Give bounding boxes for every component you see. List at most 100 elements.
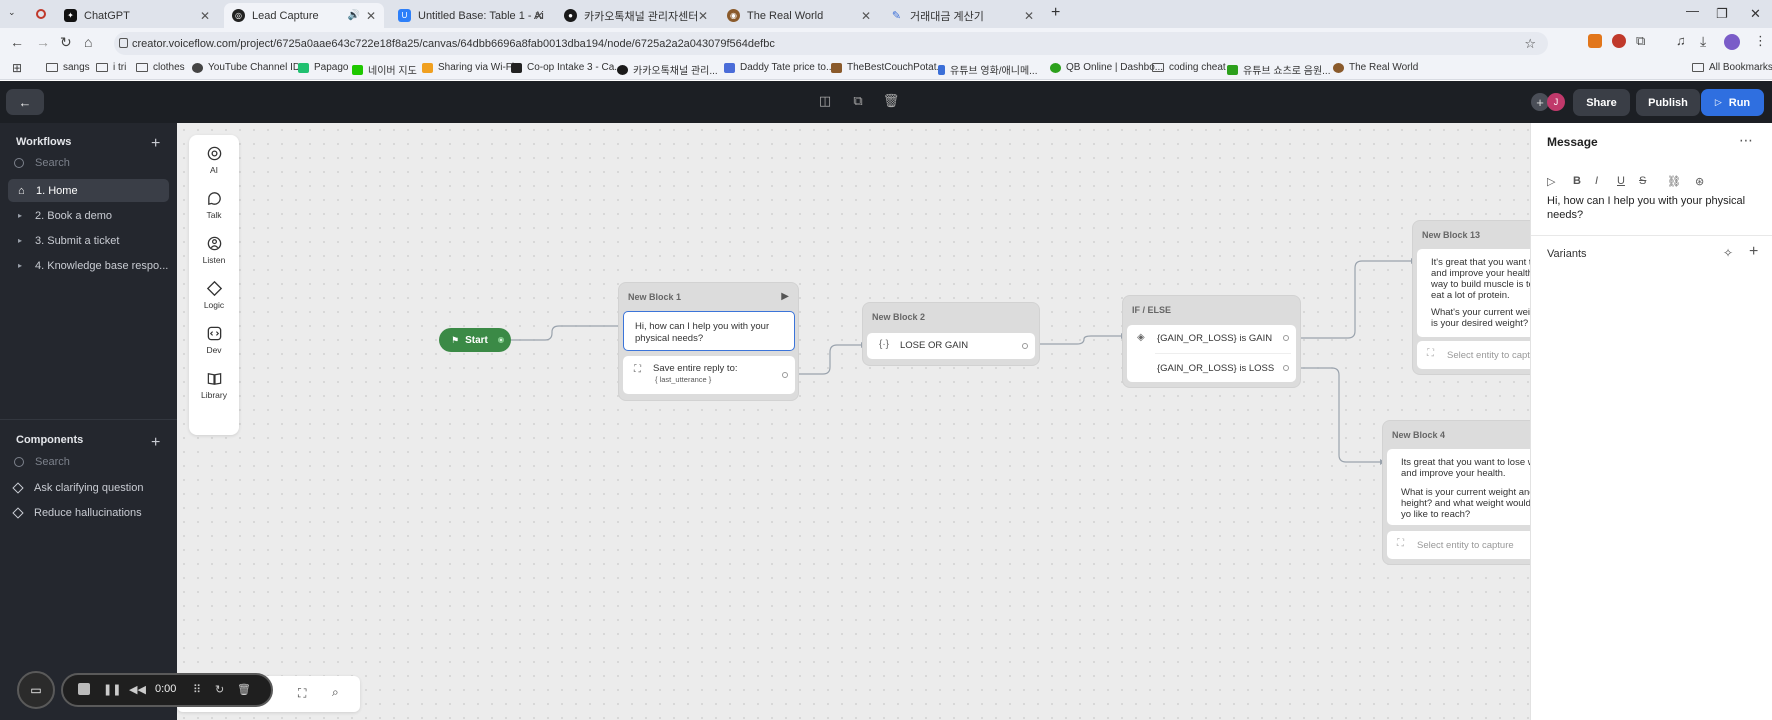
- sidebar-item-knowledge-base[interactable]: ▸ 4. Knowledge base respo...: [8, 254, 169, 277]
- bookmark-kakao-channel[interactable]: 카카오톡채널 관리...: [617, 62, 718, 77]
- minimize-window-button[interactable]: —: [1686, 3, 1699, 18]
- close-tab-icon[interactable]: ✕: [199, 8, 210, 23]
- back-arrow-icon[interactable]: ←: [10, 34, 24, 50]
- publish-button[interactable]: Publish: [1636, 89, 1700, 116]
- pause-icon[interactable]: ❚❚: [103, 684, 122, 696]
- restart-icon[interactable]: ↻: [215, 684, 225, 696]
- tool-dev[interactable]: Dev: [189, 325, 239, 355]
- camera-button[interactable]: ▭: [17, 671, 55, 709]
- bookmark-naver-map[interactable]: 네이버 지도: [352, 62, 417, 77]
- more-options-icon[interactable]: ⋯: [1739, 132, 1753, 148]
- run-button[interactable]: ▷ Run: [1701, 89, 1764, 116]
- sidebar-item-book-a-demo[interactable]: ▸ 2. Book a demo: [8, 204, 169, 227]
- close-tab-icon[interactable]: ✕: [697, 8, 708, 23]
- extension-icon[interactable]: [1612, 34, 1626, 48]
- block-new-block-1[interactable]: New Block 1 ▶ Hi, how can I help you wit…: [618, 282, 799, 401]
- block-if-else[interactable]: IF / ELSE ◈ {GAIN_OR_LOSS} is GAIN {GAIN…: [1122, 295, 1301, 388]
- bookmark-coding-cheat[interactable]: coding cheat: [1152, 62, 1226, 73]
- block-new-block-2[interactable]: New Block 2 {·} LOSE OR GAIN: [862, 302, 1040, 366]
- back-button[interactable]: ←: [6, 89, 44, 115]
- capture-step[interactable]: ⛶ Select entity to capture: [1417, 341, 1544, 369]
- duplicate-icon[interactable]: ⧉: [853, 93, 863, 108]
- play-block-icon[interactable]: ▶: [781, 291, 789, 302]
- delete-icon[interactable]: 🗑: [237, 684, 251, 696]
- user-avatar[interactable]: J: [1547, 93, 1565, 111]
- workflows-search-input[interactable]: Search: [14, 157, 70, 169]
- forward-arrow-icon[interactable]: →: [36, 34, 50, 50]
- image-icon[interactable]: ⛶: [298, 686, 307, 700]
- tab-trading-calculator[interactable]: ✎ 거래대금 계산기 ✕: [882, 3, 1042, 28]
- bookmark-star-icon[interactable]: ☆: [1524, 35, 1536, 51]
- split-view-icon[interactable]: ◫: [818, 93, 832, 108]
- close-window-button[interactable]: ✕: [1750, 6, 1761, 21]
- bookmark-couch-potato[interactable]: TheBestCouchPotat...: [831, 62, 945, 73]
- close-tab-icon[interactable]: ✕: [860, 8, 871, 23]
- bookmark-daddy-tate[interactable]: Daddy Tate price to...: [724, 62, 834, 73]
- tab-airtable[interactable]: U Untitled Base: Table 1 - Airtable ✕: [390, 3, 552, 28]
- site-info-icon[interactable]: [119, 38, 128, 48]
- output-port[interactable]: [782, 372, 788, 378]
- bookmark-clothes[interactable]: clothes: [136, 62, 185, 73]
- speaker-icon[interactable]: 🔊: [347, 10, 360, 21]
- output-port[interactable]: [1283, 335, 1289, 341]
- tool-library[interactable]: Library: [189, 370, 239, 400]
- flow-canvas[interactable]: [177, 123, 1530, 720]
- apps-grid-icon[interactable]: ⊞: [12, 61, 23, 75]
- bookmark-youtube-movie[interactable]: 유튜브 영화/애니메...: [938, 62, 1038, 77]
- stop-button[interactable]: [78, 683, 90, 695]
- chevron-right-icon[interactable]: ▸: [18, 211, 23, 220]
- bookmark-youtube-shorts[interactable]: 유튜브 쇼츠로 음원...: [1227, 62, 1331, 77]
- message-step[interactable]: It's great that you want to and improve …: [1417, 249, 1543, 337]
- add-component-button[interactable]: +: [151, 434, 161, 451]
- close-tab-icon[interactable]: ✕: [533, 8, 544, 23]
- close-tab-icon[interactable]: ✕: [1023, 8, 1034, 23]
- start-node[interactable]: ⚑ Start: [439, 328, 511, 352]
- tab-chatgpt[interactable]: ✦ ChatGPT ✕: [56, 3, 218, 28]
- generate-variants-icon[interactable]: ✧: [1723, 246, 1734, 260]
- underline-icon[interactable]: U: [1617, 175, 1625, 187]
- link-icon[interactable]: ⛓: [1667, 176, 1681, 188]
- trash-icon[interactable]: 🗑: [882, 93, 900, 108]
- sidebar-item-home[interactable]: ⌂ 1. Home: [8, 179, 169, 202]
- restore-window-button[interactable]: ❐: [1716, 6, 1728, 21]
- message-input[interactable]: Hi, how can I help you with your physica…: [1547, 195, 1746, 221]
- capture-step[interactable]: ⛶ Select entity to capture: [1387, 531, 1543, 559]
- component-reduce-hallucinations[interactable]: Reduce hallucinations: [12, 507, 142, 519]
- home-icon[interactable]: ⌂: [84, 34, 93, 50]
- media-control-icon[interactable]: ♫: [1676, 33, 1686, 48]
- bookmark-i-tri[interactable]: i tri: [96, 62, 126, 73]
- set-variable-step[interactable]: {·} LOSE OR GAIN: [867, 333, 1035, 359]
- metamask-extension-icon[interactable]: [1588, 34, 1602, 48]
- output-port[interactable]: [496, 335, 506, 345]
- reload-icon[interactable]: ↻: [60, 34, 72, 50]
- strikethrough-icon[interactable]: S: [1639, 175, 1647, 187]
- component-ask-clarifying-question[interactable]: Ask clarifying question: [12, 482, 143, 494]
- add-workflow-button[interactable]: +: [151, 135, 161, 152]
- variable-icon[interactable]: ⊛: [1695, 176, 1705, 188]
- message-step[interactable]: Hi, how can I help you with your physica…: [623, 311, 795, 351]
- output-port[interactable]: [1283, 365, 1289, 371]
- new-tab-button[interactable]: +: [1051, 4, 1061, 21]
- tool-talk[interactable]: Talk: [189, 190, 239, 220]
- capture-step[interactable]: ⛶ Save entire reply to: { last_utterance…: [623, 356, 795, 394]
- all-bookmarks[interactable]: All Bookmarks: [1692, 62, 1772, 73]
- add-variant-button[interactable]: +: [1749, 243, 1759, 260]
- drag-handle-icon[interactable]: ⠿: [193, 684, 202, 696]
- bookmark-qb-online[interactable]: QB Online | Dashbo...: [1050, 62, 1163, 73]
- tool-listen[interactable]: Listen: [189, 235, 239, 265]
- message-step[interactable]: Its great that you want to lose wei and …: [1387, 449, 1543, 525]
- bookmark-the-real-world[interactable]: The Real World: [1333, 62, 1418, 73]
- chevron-right-icon[interactable]: ▸: [18, 261, 23, 270]
- preview-play-icon[interactable]: ▷: [1547, 176, 1556, 188]
- bookmark-co-op-intake[interactable]: Co-op Intake 3 - Ca...: [511, 62, 623, 73]
- tab-the-real-world[interactable]: ◉ The Real World ✕: [719, 3, 879, 28]
- bookmark-youtube-channel[interactable]: YouTube Channel ID...: [192, 62, 308, 73]
- address-bar[interactable]: creator.voiceflow.com/project/6725a0aae6…: [114, 32, 1548, 55]
- block-new-block-13[interactable]: New Block 13 It's great that you want to…: [1412, 220, 1544, 375]
- tool-logic[interactable]: Logic: [189, 280, 239, 310]
- chevron-right-icon[interactable]: ▸: [18, 236, 23, 245]
- profile-avatar[interactable]: [1724, 34, 1740, 50]
- bookmark-sharing-wifi[interactable]: Sharing via Wi-Fi: [422, 62, 514, 73]
- close-tab-icon[interactable]: ✕: [365, 8, 376, 23]
- bold-icon[interactable]: B: [1573, 175, 1581, 187]
